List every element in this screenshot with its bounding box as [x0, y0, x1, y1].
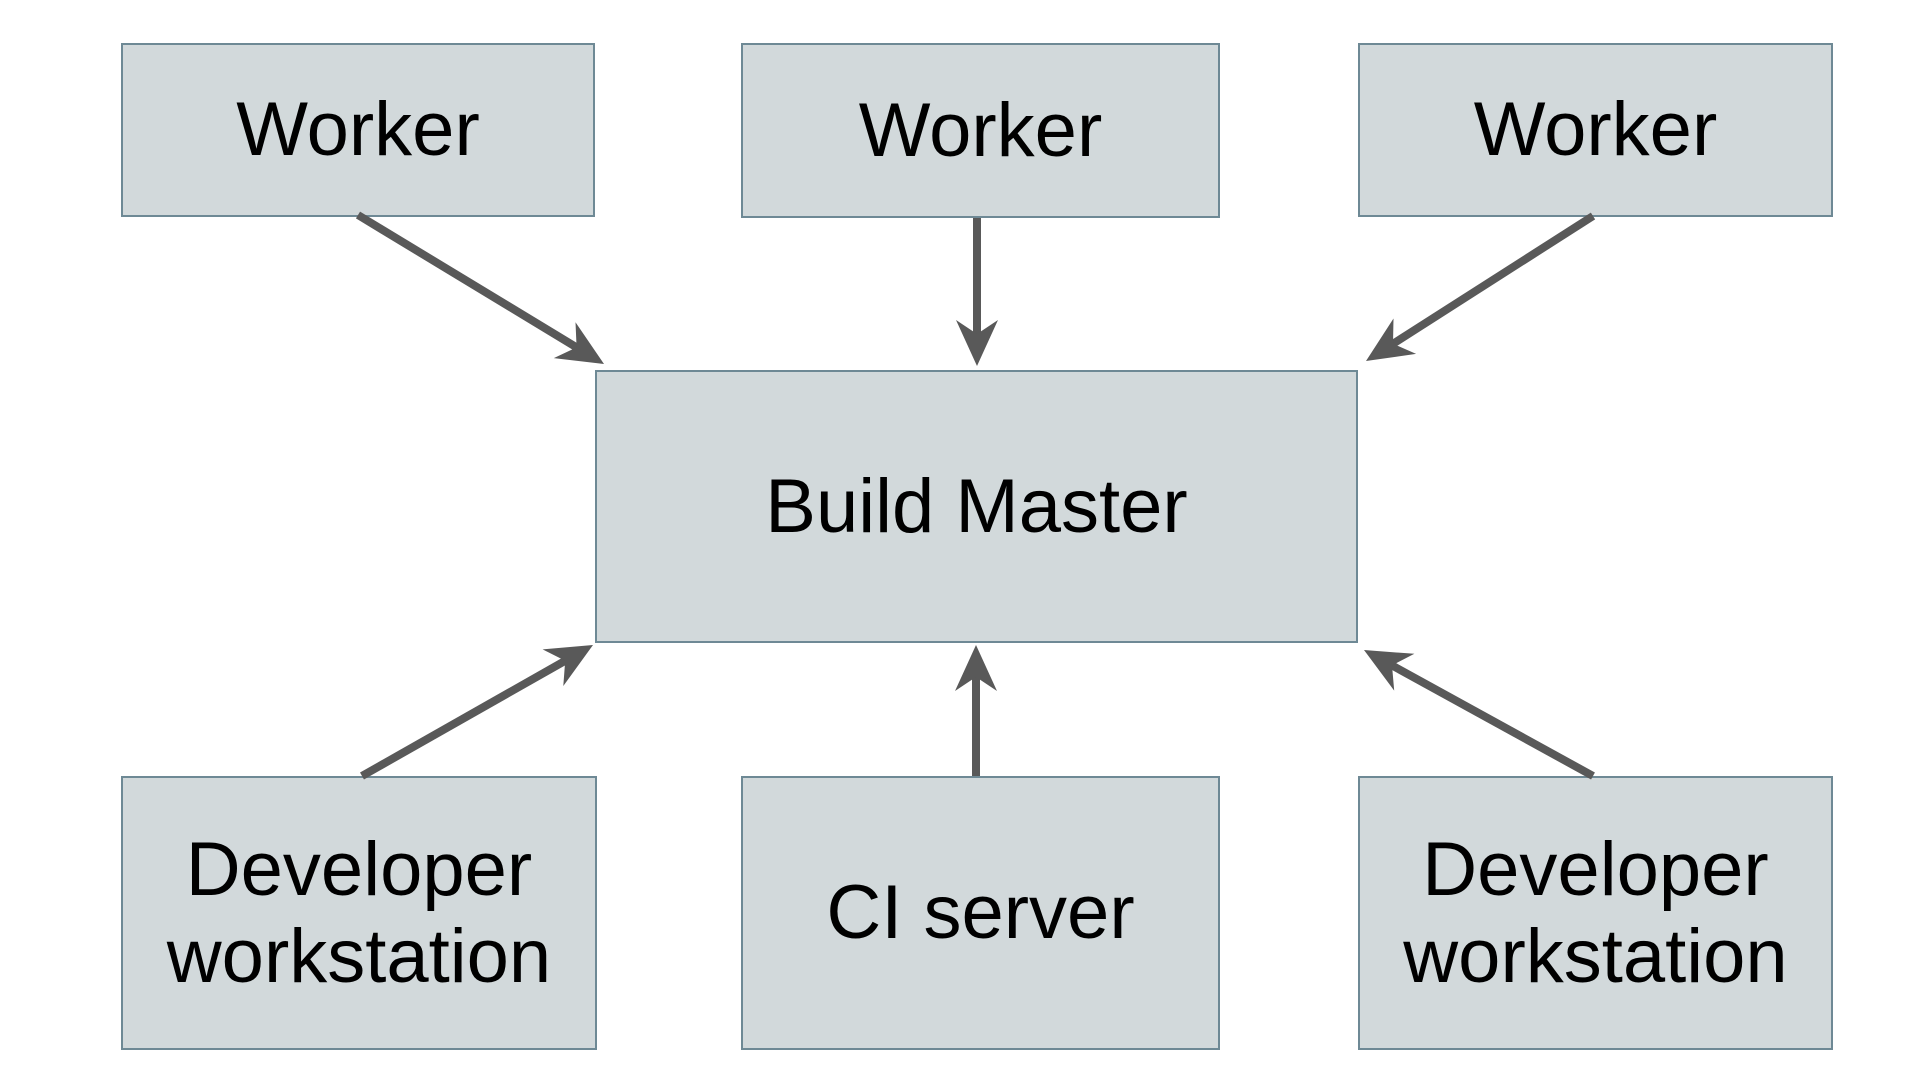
node-worker-1: Worker: [121, 43, 595, 217]
node-label-developer-workstation-1: Developer workstation: [166, 826, 552, 999]
node-developer-workstation-1: Developer workstation: [121, 776, 597, 1050]
node-label-developer-workstation-2: Developer workstation: [1403, 826, 1788, 999]
node-label-worker-3: Worker: [1473, 87, 1718, 173]
node-label-worker-2: Worker: [858, 87, 1103, 173]
node-build-master: Build Master: [595, 370, 1358, 643]
node-label-worker-1: Worker: [236, 87, 480, 173]
node-developer-workstation-2: Developer workstation: [1358, 776, 1833, 1050]
node-label-build-master: Build Master: [765, 463, 1188, 549]
node-worker-3: Worker: [1358, 43, 1833, 217]
node-worker-2: Worker: [741, 43, 1220, 218]
node-label-ci-server: CI server: [826, 870, 1135, 956]
node-ci-server: CI server: [741, 776, 1220, 1050]
